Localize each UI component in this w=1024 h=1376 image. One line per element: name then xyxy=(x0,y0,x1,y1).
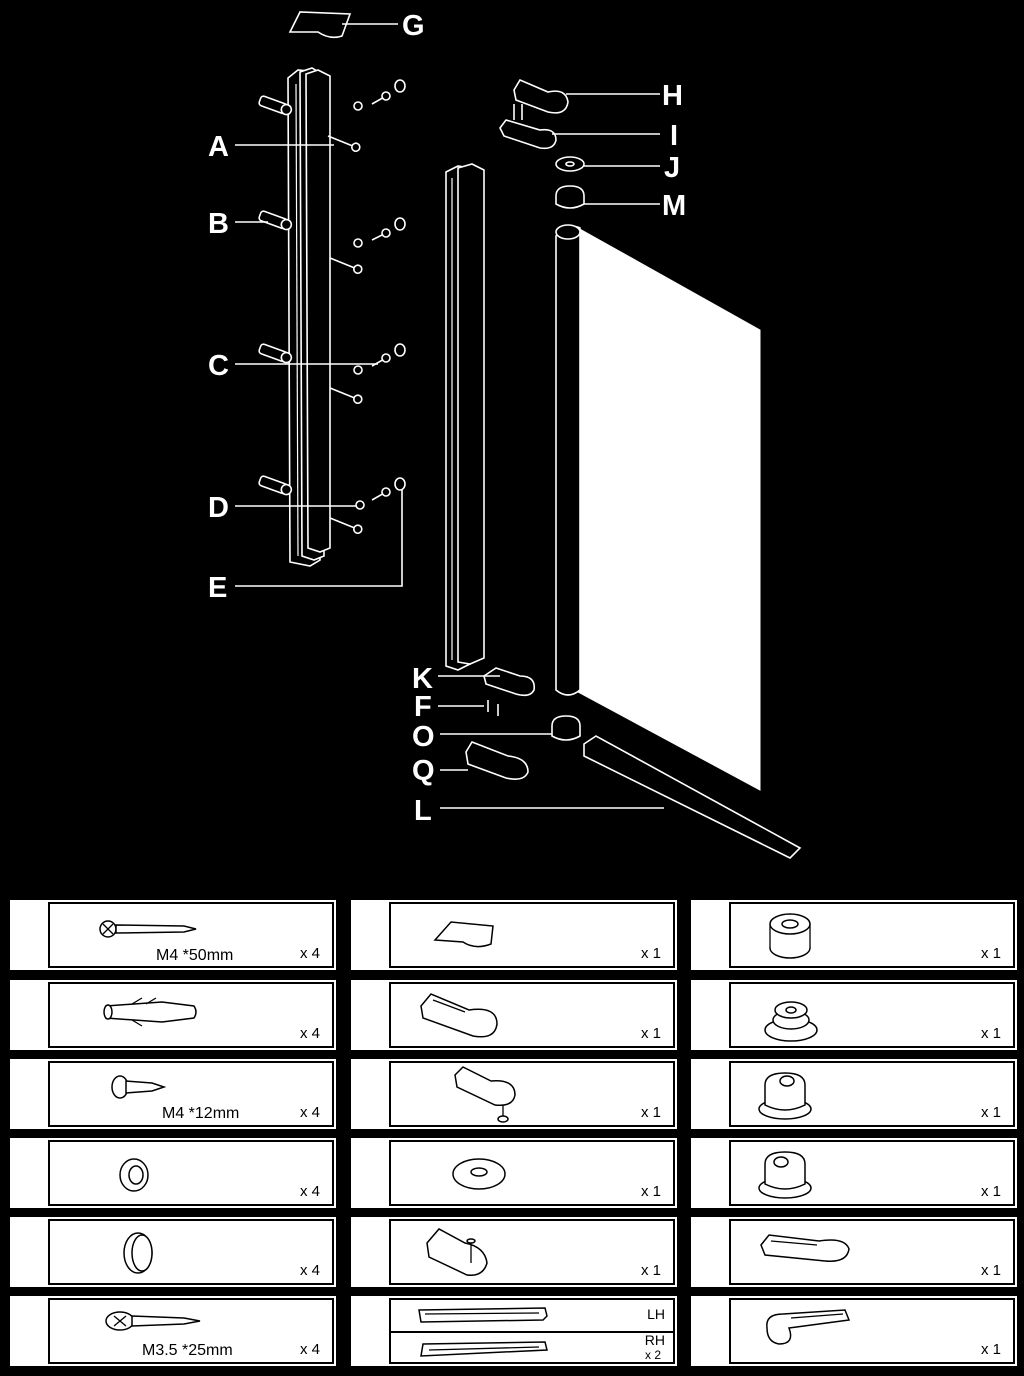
label-c: C xyxy=(208,350,229,382)
part-card-washer-ring: x 4 xyxy=(10,1138,336,1208)
part-qty: x 1 xyxy=(980,1262,1001,1279)
part-card-cam-bushing: x 1 xyxy=(691,1059,1017,1129)
glass-panel xyxy=(555,224,761,791)
part-qty: x 4 xyxy=(299,1262,320,1279)
part-qty: x 1 xyxy=(980,1341,1001,1358)
label-e: E xyxy=(208,572,227,604)
washers-and-caps xyxy=(353,79,406,510)
part-qty: x 1 xyxy=(640,1104,661,1121)
part-qty: x 1 xyxy=(640,1183,661,1200)
part-qty: x 1 xyxy=(980,945,1001,962)
upper-hinge-plate-icon xyxy=(454,1066,516,1123)
part-spec: M4 *50mm xyxy=(156,947,234,964)
parts-list: M4 *50mm x 4 x 4 M4 *12mm x 4 x 4 x 4 M3… xyxy=(0,895,1024,1375)
label-b: B xyxy=(208,208,229,240)
part-qty: x 1 xyxy=(980,1104,1001,1121)
part-card-long-screw: M4 *50mm x 4 xyxy=(10,900,336,970)
part-spec: M3.5 *25mm xyxy=(142,1342,233,1359)
part-qty: x 4 xyxy=(299,1341,320,1358)
short-screw-icon xyxy=(111,1075,167,1099)
bushing-icon xyxy=(769,913,811,959)
part-qty: x 4 xyxy=(299,1183,320,1200)
part-qty: x 1 xyxy=(640,1025,661,1042)
label-k: K xyxy=(412,663,433,695)
part-qty: x 1 xyxy=(640,1262,661,1279)
part-card-cam-bushing-mirror: x 1 xyxy=(691,1138,1017,1208)
middle-profile xyxy=(445,163,485,671)
cam-bushing-mirror-icon xyxy=(758,1151,812,1199)
label-q: Q xyxy=(412,755,435,787)
label-d: D xyxy=(208,492,229,524)
part-card-lower-hinge-plate: x 1 xyxy=(351,1217,677,1287)
label-f: F xyxy=(414,691,432,723)
part-card-wall-plug: x 4 xyxy=(10,980,336,1050)
long-screws xyxy=(327,135,363,535)
rh-label: RH xyxy=(644,1332,665,1348)
lower-hinge-cover-icon xyxy=(760,1234,850,1262)
part-card-flat-washer: x 1 xyxy=(351,1138,677,1208)
part-card-cover-cap: x 4 xyxy=(10,1217,336,1287)
upper-hinge-cover-icon xyxy=(420,993,498,1038)
long-screw-icon xyxy=(99,920,197,938)
lower-hinge-cover-mirror-icon xyxy=(766,1309,851,1345)
washer-ring-icon xyxy=(119,1158,149,1192)
cam-bushing-icon xyxy=(758,1072,812,1120)
wall-profile xyxy=(287,67,331,567)
part-qty: x 1 xyxy=(980,1025,1001,1042)
wall-plugs xyxy=(258,95,293,496)
label-i: I xyxy=(670,120,678,152)
part-card-countersunk-screw: M3.5 *25mm x 4 xyxy=(10,1296,336,1366)
seal-strip-icon xyxy=(420,1341,548,1357)
part-card-upper-hinge-plate: x 1 xyxy=(351,1059,677,1129)
flat-washer-icon xyxy=(452,1158,506,1190)
part-card-flanged-bushing: x 1 xyxy=(691,980,1017,1050)
label-h: H xyxy=(662,80,683,112)
part-qty: x 4 xyxy=(299,1104,320,1121)
top-hinge-parts xyxy=(499,78,660,209)
part-qty: x 4 xyxy=(299,1025,320,1042)
label-m: M xyxy=(662,190,686,222)
part-spec: M4 *12mm xyxy=(162,1105,240,1122)
seal-strip-icon xyxy=(418,1307,548,1323)
label-l: L xyxy=(414,795,432,827)
lh-label: LH xyxy=(647,1306,665,1322)
part-card-bushing: x 1 xyxy=(691,900,1017,970)
part-card-top-cap: x 1 xyxy=(351,900,677,970)
part-card-lower-hinge-cover: x 1 xyxy=(691,1217,1017,1287)
cover-cap-icon xyxy=(123,1232,153,1274)
part-qty: x 1 xyxy=(640,945,661,962)
label-o: O xyxy=(412,721,435,753)
part-card-seal-strip: LH RH x 2 xyxy=(351,1296,677,1366)
bottom-hinge-parts xyxy=(438,667,802,859)
part-card-upper-hinge-cover: x 1 xyxy=(351,980,677,1050)
part-qty: x 4 xyxy=(299,945,320,962)
part-qty: x 1 xyxy=(980,1183,1001,1200)
part-card-lower-hinge-cover-mirror: x 1 xyxy=(691,1296,1017,1366)
wall-plug-icon xyxy=(103,997,197,1027)
label-j: J xyxy=(664,152,680,184)
divider xyxy=(391,1331,673,1333)
exploded-assembly-diagram: G A B C D E xyxy=(208,10,802,859)
label-a: A xyxy=(208,131,229,163)
part-card-short-screw: M4 *12mm x 4 xyxy=(10,1059,336,1129)
label-g: G xyxy=(402,10,425,42)
top-cap-part xyxy=(288,11,398,39)
top-cap-icon xyxy=(433,921,494,948)
flanged-bushing-icon xyxy=(764,1001,818,1042)
countersunk-screw-icon xyxy=(105,1311,201,1331)
lower-hinge-plate-icon xyxy=(426,1228,488,1276)
part-qty: x 2 xyxy=(644,1348,661,1362)
